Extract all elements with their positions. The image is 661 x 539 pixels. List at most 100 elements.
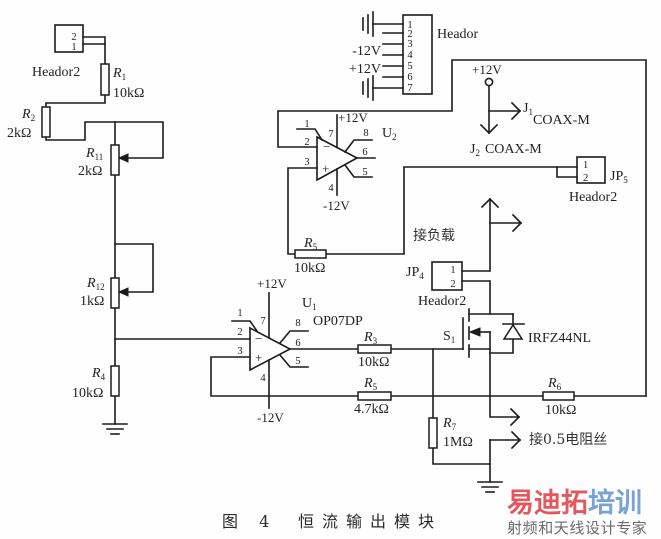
ground-icon [477,481,503,493]
jp4-pin-2: 2 [450,279,455,290]
resistor-r1: R1 10kΩ [100,63,144,101]
u2-ref: U2 [382,126,397,142]
resistor-r6: R6 10kΩ [542,376,576,418]
resistor-r3: R3 10kΩ [357,330,392,370]
j2-arrow-icon [479,123,499,135]
watermark-brand: 易迪拓培训 [507,488,642,519]
rs-value: 10kΩ [294,261,325,276]
u2-pin-2: 2 [304,137,309,148]
r3-ref: R3 [363,330,378,346]
u1-pin-7: 7 [260,316,265,327]
figure-title: 恒流输出模块 [298,512,442,531]
u1-pin-2: 2 [237,327,242,338]
j1-type: COAX-M [533,113,590,128]
jp4-type: Heador2 [418,294,466,309]
u2-vcc-label: +12V [338,110,368,125]
u1-pin-5: 5 [295,356,300,367]
header-jp5: 1 2 JP5 Heador2 [569,156,628,205]
u2-pin-1: 1 [304,119,309,130]
load-annotation: 接负载 [413,227,455,244]
r7-value: 1MΩ [443,435,473,450]
wire-load [461,197,523,315]
r11-value: 2kΩ [78,164,102,179]
r4-value: 10kΩ [72,386,103,401]
r4-ref: R4 [91,366,106,382]
u1-pin-6: 6 [295,338,300,349]
u1-triangle [249,326,292,372]
heater-wire-arrow-icon [510,430,522,450]
u2-pin-8: 8 [363,128,368,139]
resistor-rs: R5 10kΩ [294,236,327,276]
mosfet-part: IRFZ44NL [528,331,591,346]
u1-pin-4: 4 [260,373,266,384]
input-header: 2 1 Heador2 [32,24,84,80]
u1-vee-label: -12V [257,410,284,425]
power-header-pin-2: 2 [407,29,412,40]
r5-ref: R5 [363,376,378,392]
input-header-pin-2: 2 [71,32,76,43]
r11-ref: R11 [85,146,103,162]
power-header-pin-3: 3 [407,39,412,50]
resistor-r2: R2 2kΩ [7,106,51,141]
wire-input [45,36,251,425]
u1-pin-1: 1 [237,308,242,319]
r2-value: 2kΩ [7,126,31,141]
header-jp4: 1 2 JP4 Heador2 接负载 [406,227,466,309]
u1-ref: U1 [302,296,317,312]
j1-arrow-icon [510,101,522,121]
ground-icon [102,423,128,435]
u1-inverting-sign: − [255,331,262,346]
jp5-pin-1: 1 [583,160,588,171]
opamp-u2: − + 1 2 3 4 5 6 7 8 +12V -12V U2 [296,110,397,213]
u1-pin-3: 3 [237,346,242,357]
u2-pin-4: 4 [328,183,334,194]
r12-ref: R12 [86,276,105,292]
r7-ref: R7 [442,416,457,432]
power-header-plus12v-label: +12V [349,62,381,77]
source-output-arrow-icon [509,407,521,427]
wire-u2-feedback [277,59,647,397]
r3-value: 10kΩ [358,355,389,370]
resistor-r4: R4 10kΩ [72,365,120,401]
heater-wire-annotation: 接0.5电阻丝 [529,431,607,448]
watermark-tagline: 射频和天线设计专家 [507,519,647,537]
u1-part: OP07DP [313,314,363,329]
supply-terminal-label: +12V [472,62,502,77]
jp4-body [431,261,463,291]
wire-u1 [210,348,647,483]
r5-value: 4.7kΩ [354,402,389,417]
u1-pin-8: 8 [295,318,300,329]
s1-body-arrow-icon [468,327,481,337]
power-header-name: Heador [437,27,479,42]
input-header-body [54,24,84,53]
ground-icon [362,11,374,37]
u1-vcc-label: +12V [257,276,287,291]
jp4-ref: JP4 [406,265,424,281]
load-right-arrow-icon [511,213,523,233]
watermark: 易迪拓培训 射频和天线设计专家 [507,488,647,537]
power-header-pin-1: 1 [407,20,412,31]
power-header: 1 2 3 4 5 6 7 -12V +12V Heador [349,14,479,95]
jp5-body [576,156,606,184]
jp5-type: Heador2 [569,190,617,205]
power-header-minus12v-label: -12V [352,44,381,59]
jp5-ref: JP5 [610,169,628,185]
r12-wiper-arrow-icon [117,287,129,297]
r1-ref: R1 [112,66,126,82]
j1-ref: J1 [523,101,533,117]
power-header-pin-4: 4 [407,50,413,61]
r6-ref: R6 [547,376,562,392]
u2-pin-3: 3 [304,157,309,168]
r11-wiper-arrow-icon [117,153,129,163]
load-up-arrow-icon [480,197,500,209]
input-header-pin-1: 1 [71,42,76,53]
r6-value: 10kΩ [545,403,576,418]
jp4-pin-1: 1 [450,265,455,276]
ground-icon [362,75,374,101]
u1-noninverting-sign: + [255,350,262,365]
jp5-pin-2: 2 [583,173,588,184]
u2-pin-5: 5 [362,167,367,178]
u2-pin-6: 6 [362,147,367,158]
